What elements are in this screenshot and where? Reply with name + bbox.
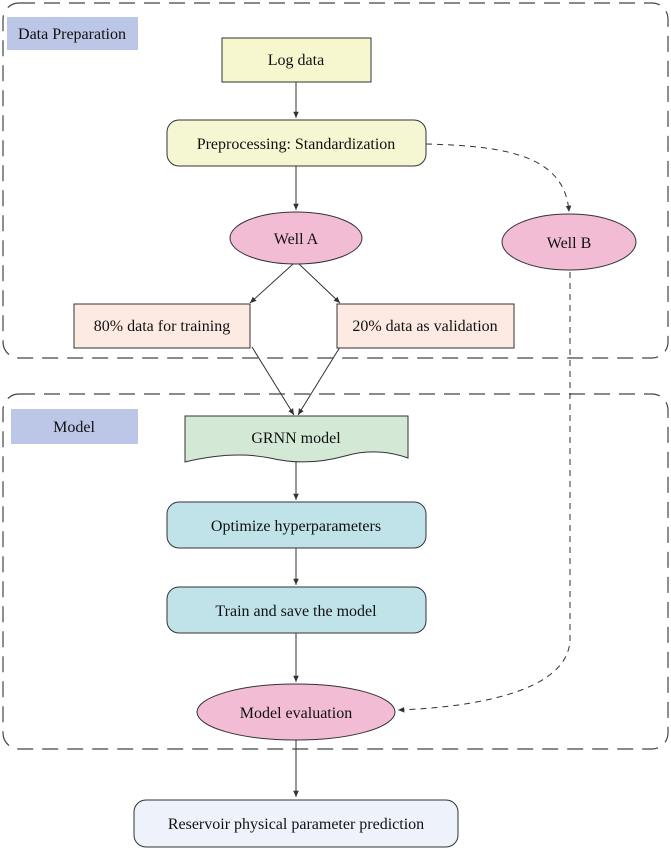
prediction-label: Reservoir physical parameter prediction [168, 816, 424, 833]
log-data-node: Log data [221, 37, 372, 83]
preprocessing-label: Preprocessing: Standardization [197, 136, 396, 153]
train-save-model-node: Train and save the model [166, 586, 427, 634]
arrow-well-a-to-training [249, 263, 294, 304]
log-data-label: Log data [268, 52, 324, 69]
validation-split-label: 20% data as validation [352, 318, 497, 335]
grnn-model-label: GRNN model [251, 430, 341, 447]
model-section [2, 393, 669, 750]
model-evaluation-node: Model evaluation [196, 683, 396, 741]
model-label-text: Model [53, 419, 95, 436]
arrow-preprocessing-to-well-b [425, 143, 572, 213]
data-preparation-section-label: Data Preparation [7, 17, 138, 50]
training-split-node: 80% data for training [73, 303, 251, 349]
well-b-node: Well B [501, 213, 637, 271]
grnn-model-node: GRNN model [184, 415, 409, 463]
data-preparation-section [2, 2, 669, 359]
data-preparation-label-text: Data Preparation [18, 26, 126, 43]
training-split-label: 80% data for training [94, 318, 230, 335]
well-b-label: Well B [547, 235, 591, 252]
model-section-label: Model [11, 409, 138, 444]
arrow-well-b-to-evaluation [397, 272, 571, 713]
well-a-node: Well A [229, 211, 363, 265]
arrow-validation-to-grnn [297, 346, 341, 416]
arrow-well-a-to-validation [298, 263, 341, 304]
validation-split-node: 20% data as validation [336, 303, 515, 349]
arrow-training-to-grnn [251, 346, 295, 416]
train-save-model-label: Train and save the model [215, 603, 377, 620]
well-a-label: Well A [274, 231, 319, 248]
optimize-hyperparameters-label: Optimize hyperparameters [211, 518, 381, 535]
connectors [249, 82, 572, 797]
model-evaluation-label: Model evaluation [240, 705, 352, 722]
optimize-hyperparameters-node: Optimize hyperparameters [166, 501, 427, 549]
prediction-node: Reservoir physical parameter prediction [133, 799, 459, 848]
preprocessing-node: Preprocessing: Standardization [166, 119, 427, 167]
